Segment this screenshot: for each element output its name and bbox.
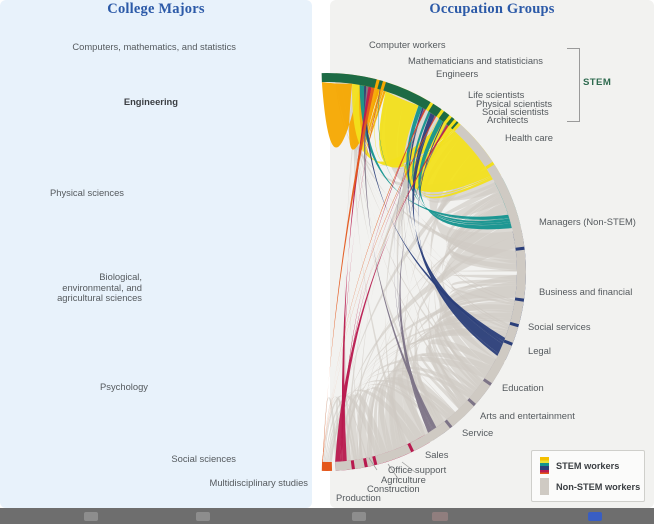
label-social-services: Social services <box>528 321 591 332</box>
taskbar-icon-1[interactable] <box>84 512 98 521</box>
os-taskbar[interactable] <box>0 508 654 524</box>
occupation-groups-title: Occupation Groups <box>429 1 555 17</box>
label-health-care: Health care <box>505 132 553 143</box>
label-legal: Legal <box>528 345 551 356</box>
legend-item-nonstem: Non-STEM workers <box>540 478 640 495</box>
chord-ribbons <box>321 82 517 463</box>
label-psychology: Psychology <box>100 381 148 392</box>
chord-arcs <box>321 73 527 471</box>
label-engineers: Engineers <box>436 68 479 79</box>
taskbar-icon-3[interactable] <box>352 512 366 521</box>
label-physical-sciences: Physical sciences <box>50 187 124 198</box>
label-life-scientists: Life scientists <box>468 89 525 100</box>
label-business-financial: Business and financial <box>539 286 633 297</box>
label-mathematicians-statisticians: Mathematicians and statisticians <box>408 55 543 66</box>
label-production: Production <box>336 492 381 503</box>
label-computers-math-statistics: Computers, mathematics, and statistics <box>72 41 236 52</box>
legend-label-stem: STEM workers <box>556 460 620 471</box>
label-sales: Sales <box>425 449 449 460</box>
college-majors-panel: College Majors <box>0 0 312 508</box>
label-engineering: Engineering <box>123 96 178 107</box>
taskbar-icon-2[interactable] <box>196 512 210 521</box>
label-architects: Architects <box>487 114 529 125</box>
college-majors-title: College Majors <box>107 1 205 17</box>
label-managers-non-stem: Managers (Non-STEM) <box>539 216 636 227</box>
label-education: Education <box>502 382 544 393</box>
label-computer-workers: Computer workers <box>369 39 446 50</box>
label-office-support: Office support <box>388 464 447 475</box>
label-construction: Construction <box>367 483 420 494</box>
label-service: Service <box>462 427 494 438</box>
taskbar-icon-4[interactable] <box>432 512 448 521</box>
stem-color-swatch-icon <box>540 457 549 474</box>
label-multidisciplinary-studies: Multidisciplinary studies <box>209 477 308 488</box>
label-agriculture: Agriculture <box>381 474 426 485</box>
chord-diagram-graphic <box>321 73 527 481</box>
label-arts-entertainment: Arts and entertainment <box>480 410 575 421</box>
legend-label-nonstem: Non-STEM workers <box>556 481 641 492</box>
legend-box: STEM workers Non-STEM workers <box>531 450 645 502</box>
stem-bracket <box>567 48 580 122</box>
stem-bracket-label: STEM <box>583 77 612 88</box>
label-physical-scientists: Physical scientists <box>476 98 553 109</box>
legend-item-stem: STEM workers <box>540 457 619 474</box>
nonstem-color-swatch-icon <box>540 478 549 495</box>
label-social-scientists: Social scientists <box>482 106 549 117</box>
label-social-sciences: Social sciences <box>171 453 236 464</box>
taskbar-icon-5[interactable] <box>588 512 602 521</box>
